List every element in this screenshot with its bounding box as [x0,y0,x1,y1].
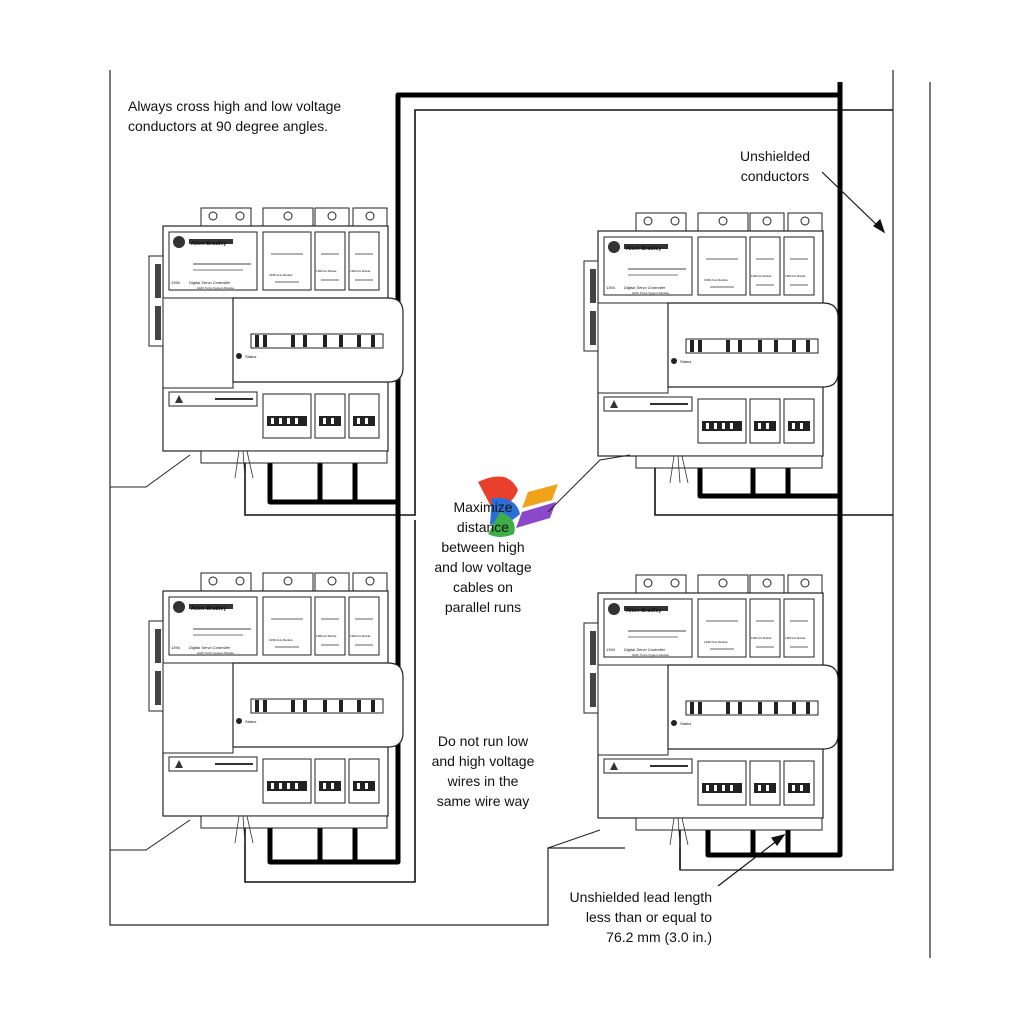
note-unshielded-conductors: Unshielded conductors [739,148,811,184]
status-label: Status [680,359,691,364]
note-maximize-distance: Maximize distance between high and low v… [434,499,532,615]
controller-brand: Allen-Bradley [191,606,227,612]
axis-module-label: 1398 Axis Module [704,640,728,644]
axis-module-label: 1398 Axis Module [704,278,728,282]
controller-subtitle: GMC Turbo System Module [632,653,669,657]
controller-top-left: Allen-Bradley 1394 Digital Servo Control… [148,207,404,479]
low-voltage-cables [244,109,893,883]
status-label: Status [245,719,256,724]
axis-module-label: 1398 Axis Module [785,636,806,640]
controller-subtitle: GMC Turbo System Module [632,291,669,295]
controller-brand: Allen-Bradley [191,241,227,247]
axis-module-label: 1398 Axis Module [269,638,293,642]
controller-model: 1394 [606,647,616,652]
controller-title: Digital Servo Controller [624,285,666,290]
status-label: Status [680,721,691,726]
controller-title: Digital Servo Controller [189,280,231,285]
controller-title: Digital Servo Controller [189,645,231,650]
controller-subtitle: GMC Turbo System Module [197,651,234,655]
controller-brand: Allen-Bradley [626,246,662,252]
axis-module-label: 1398 Axis Module [316,634,337,638]
controller-bottom-right: Allen-Bradley 1394 Digital Servo Control… [583,574,839,846]
leader-lines [717,171,886,887]
controller-title: Digital Servo Controller [624,647,666,652]
axis-module-label: 1398 Axis Module [785,274,806,278]
status-label: Status [245,354,256,359]
controller-model: 1394 [171,645,181,650]
axis-module-label: 1398 Axis Module [751,274,772,278]
axis-module-label: 1398 Axis Module [269,273,293,277]
controller-model: 1394 [171,280,181,285]
controller-brand: Allen-Bradley [626,608,662,614]
controller-top-right: Allen-Bradley 1394 Digital Servo Control… [583,212,839,484]
controller-bottom-left: Allen-Bradley 1394 Digital Servo Control… [148,572,404,844]
note-no-same-wireway: Do not run low and high voltage wires in… [431,733,535,809]
axis-module-label: 1398 Axis Module [350,634,371,638]
panel-ground-lines [110,454,631,851]
note-cross-angles: Always cross high and low voltage conduc… [128,98,342,134]
axis-module-label: 1398 Axis Module [350,269,371,273]
controller-model: 1394 [606,285,616,290]
axis-module-label: 1398 Axis Module [751,636,772,640]
controller-subtitle: GMC Turbo System Module [197,286,234,290]
watermark-logo [478,476,558,537]
note-unshielded-lead-length: Unshielded lead length less than or equa… [569,889,712,945]
axis-module-label: 1398 Axis Module [316,269,337,273]
